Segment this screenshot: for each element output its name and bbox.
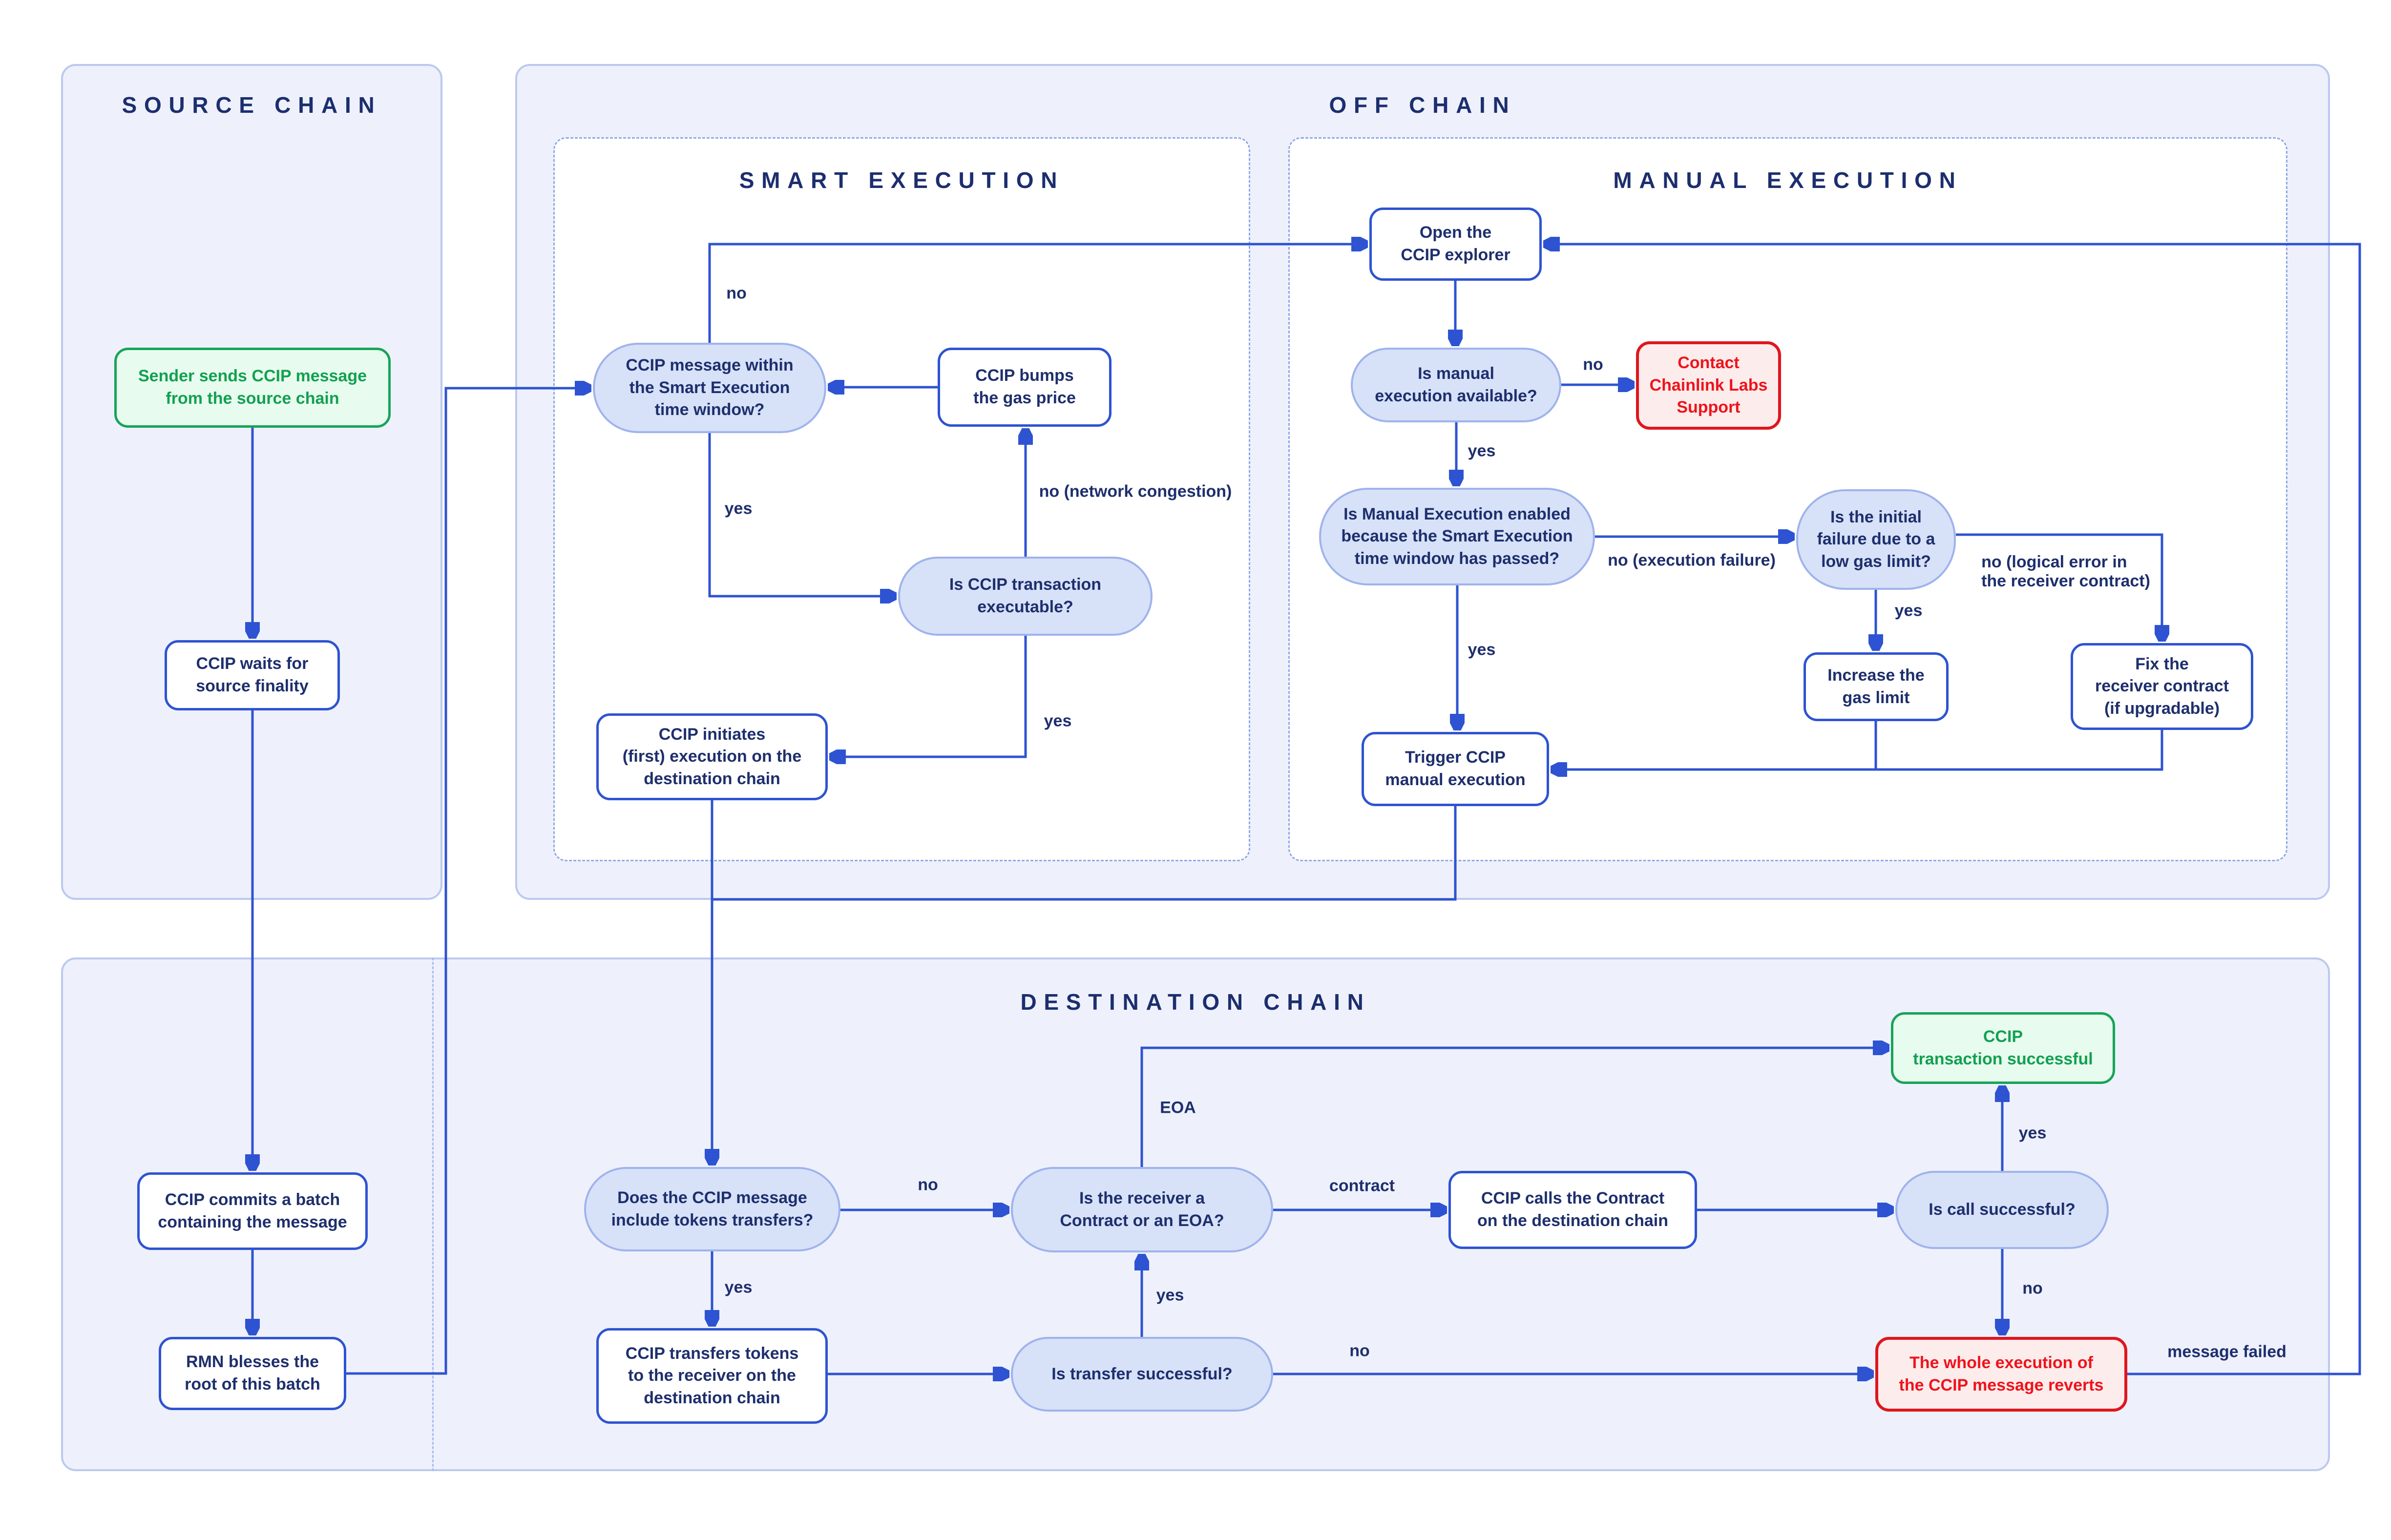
edge-label-yes: yes bbox=[1894, 601, 1923, 620]
source-chain-title: SOURCE CHAIN bbox=[122, 92, 382, 118]
node-increase-gas-limit: Increase the gas limit bbox=[1804, 652, 1949, 721]
edge-label-contract: contract bbox=[1329, 1176, 1395, 1195]
node-waits-source-finality: CCIP waits for source finality bbox=[165, 640, 340, 710]
edge-label-no-network-congestion: no (network congestion) bbox=[1039, 482, 1232, 501]
edge-receivertype-eoa-success bbox=[1140, 1048, 1887, 1167]
node-rmn-blesses-root: RMN blesses the root of this batch bbox=[159, 1337, 346, 1410]
node-transaction-executable: Is CCIP transaction executable? bbox=[898, 557, 1153, 636]
edge-reverts-messagefailed-openexplorer bbox=[1546, 244, 2361, 1375]
node-receiver-contract-or-eoa: Is the receiver a Contract or an EOA? bbox=[1011, 1167, 1273, 1252]
edge-label-yes: yes bbox=[2018, 1124, 2047, 1143]
edge-label-no: no bbox=[1349, 1341, 1370, 1360]
node-transaction-successful: CCIP transaction successful bbox=[1891, 1012, 2115, 1084]
edge-label-no: no bbox=[2022, 1279, 2043, 1298]
edge-label-eoa: EOA bbox=[1160, 1098, 1196, 1117]
edge-label-no-execution-failure: no (execution failure) bbox=[1608, 551, 1776, 570]
node-open-ccip-explorer: Open the CCIP explorer bbox=[1369, 208, 1542, 281]
edge-trigger-join-destination bbox=[712, 806, 1457, 901]
node-message-within-window: CCIP message within the Smart Execution … bbox=[593, 343, 826, 433]
edge-label-no-logical-error: no (logical error in the receiver contra… bbox=[1981, 553, 2150, 590]
smart-execution-title: SMART EXECUTION bbox=[739, 167, 1065, 193]
node-fix-receiver-contract: Fix the receiver contract (if upgradable… bbox=[2071, 643, 2253, 730]
edge-rmn-msgwindow bbox=[346, 388, 589, 1375]
edge-label-no: no bbox=[726, 284, 747, 303]
node-includes-token-transfers: Does the CCIP message include tokens tra… bbox=[584, 1167, 840, 1251]
node-initiates-execution: CCIP initiates (first) execution on the … bbox=[596, 713, 828, 800]
node-transfers-tokens: CCIP transfers tokens to the receiver on… bbox=[596, 1328, 828, 1424]
edge-label-no: no bbox=[1583, 355, 1603, 374]
node-manual-execution-enabled: Is Manual Execution enabled because the … bbox=[1319, 488, 1595, 585]
edge-msgwindow-yes-executable bbox=[708, 433, 894, 596]
off-chain-title: OFF CHAIN bbox=[1329, 92, 1516, 118]
edge-label-message-failed: message failed bbox=[2167, 1342, 2286, 1361]
edge-fixreceiver-trigger bbox=[1553, 730, 2163, 770]
destination-panel-divider bbox=[432, 957, 434, 1471]
node-trigger-manual-execution: Trigger CCIP manual execution bbox=[1362, 732, 1549, 806]
edge-label-yes: yes bbox=[1468, 441, 1496, 460]
edge-label-no: no bbox=[918, 1175, 938, 1194]
manual-execution-title: MANUAL EXECUTION bbox=[1613, 167, 1963, 193]
node-sender-sends-message: Sender sends CCIP message from the sourc… bbox=[114, 348, 391, 428]
edge-label-yes: yes bbox=[1044, 711, 1072, 730]
edge-label-yes: yes bbox=[724, 499, 753, 518]
edge-label-yes: yes bbox=[1468, 640, 1496, 659]
edge-label-yes: yes bbox=[724, 1278, 753, 1297]
node-commits-batch: CCIP commits a batch containing the mess… bbox=[137, 1172, 368, 1250]
node-contact-chainlink-support: Contact Chainlink Labs Support bbox=[1636, 341, 1781, 430]
edge-executable-yes-initiates bbox=[832, 636, 1027, 757]
destination-chain-title: DESTINATION CHAIN bbox=[1020, 989, 1371, 1015]
node-call-successful: Is call successful? bbox=[1895, 1171, 2109, 1249]
node-bumps-gas-price: CCIP bumps the gas price bbox=[938, 348, 1112, 427]
node-initial-failure-low-gas: Is the initial failure due to a low gas … bbox=[1796, 489, 1956, 590]
edge-initialfailure-no-fixreceiver bbox=[1956, 533, 2162, 639]
node-execution-reverts: The whole execution of the CCIP message … bbox=[1875, 1337, 2127, 1412]
node-calls-contract: CCIP calls the Contract on the destinati… bbox=[1448, 1171, 1697, 1249]
edge-msgwindow-no-openexplorer bbox=[708, 244, 1365, 343]
edge-label-yes: yes bbox=[1156, 1286, 1184, 1305]
node-transfer-successful: Is transfer successful? bbox=[1011, 1337, 1273, 1412]
node-manual-execution-available: Is manual execution available? bbox=[1351, 348, 1561, 422]
